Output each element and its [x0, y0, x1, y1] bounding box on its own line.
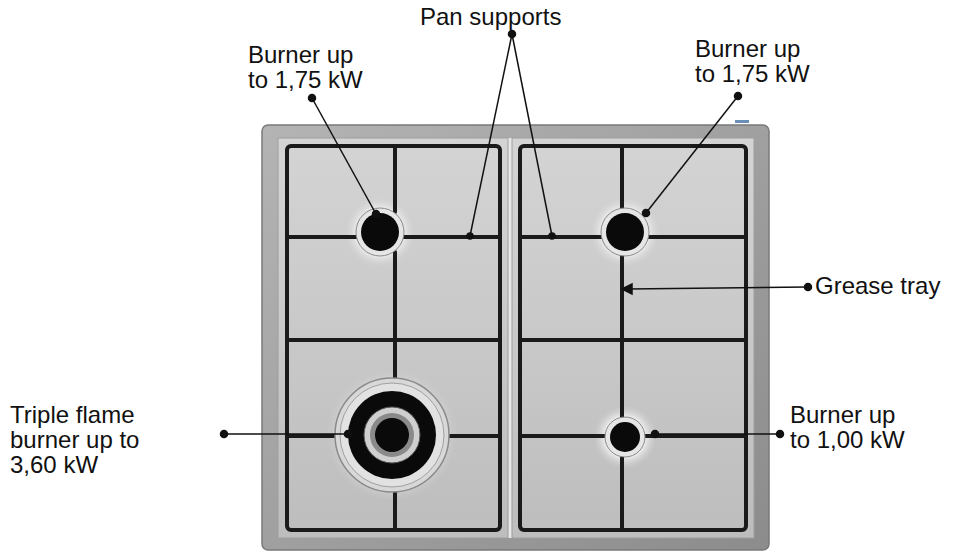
part-label: Burner up to 1,00 kW [790, 402, 920, 452]
part-label: Grease tray [815, 273, 940, 298]
part-label: Burner up to 1,75 kW [695, 36, 825, 86]
part-label: Burner up to 1,75 kW [248, 42, 378, 92]
part-label: Pan supports [420, 4, 561, 29]
part-label: Triple flame burner up to 3,60 kW [10, 402, 162, 477]
